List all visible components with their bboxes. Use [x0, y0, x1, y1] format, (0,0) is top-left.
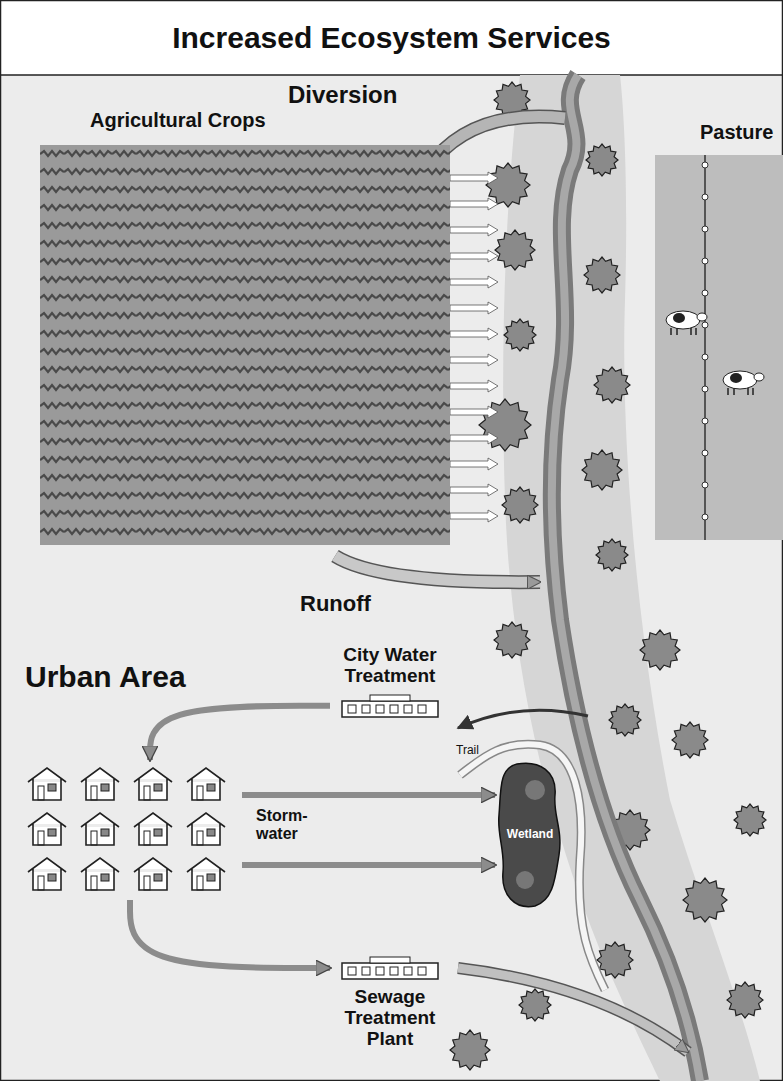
node-label: Agricultural Crops [90, 109, 266, 131]
flow-arrow [242, 792, 495, 798]
annotation-label: Diversion [288, 82, 397, 108]
pasture-ground [655, 155, 783, 540]
runoff-arrow-outline [335, 556, 540, 582]
outflow-arrow-outline [458, 968, 688, 1052]
drainage-arrow [450, 328, 498, 340]
urban-area: Urban Area [20, 760, 242, 900]
tree [727, 982, 763, 1018]
drainage-arrow [450, 432, 498, 444]
tree [450, 1030, 490, 1070]
tree [586, 144, 618, 176]
drainage-arrow [450, 302, 498, 314]
drainage-arrow [450, 380, 498, 392]
title-rule [0, 74, 783, 76]
water-treatment-plant: City Water Treatment [330, 645, 450, 719]
tree [479, 399, 531, 451]
tree [672, 722, 708, 758]
crop-rows [40, 145, 450, 545]
tree [495, 230, 535, 270]
sewage-treatment-plant: Sewage Treatment Plant [330, 955, 450, 1050]
field-drainage-arrows [450, 172, 498, 522]
outflow-arrow [458, 968, 688, 1052]
houses [20, 760, 242, 900]
tree [494, 622, 530, 658]
drainage-arrow [450, 458, 498, 470]
drainage-arrow [450, 484, 498, 496]
drainage-arrow [450, 276, 498, 288]
tree [584, 257, 620, 293]
drainage-arrow [450, 406, 498, 418]
tree [683, 878, 727, 922]
node-label: Sewage Treatment Plant [330, 981, 450, 1050]
diagram-title: Increased Ecosystem Services [0, 0, 783, 75]
intake-pipe [458, 710, 588, 728]
flow-arrow [150, 706, 330, 760]
drainage-arrow [450, 224, 498, 236]
plant-building [330, 693, 450, 719]
tree [609, 704, 641, 736]
node-label: Wetland [507, 828, 553, 841]
tree [504, 319, 536, 351]
annotation-label: Runoff [300, 592, 371, 616]
drainage-arrow [450, 354, 498, 366]
plant-building [330, 955, 450, 981]
node-label: Pasture [700, 121, 773, 143]
drainage-arrow [450, 172, 498, 184]
drainage-arrow [450, 250, 498, 262]
tree [594, 367, 630, 403]
tree [582, 450, 622, 490]
tree [502, 487, 538, 523]
node-label: Urban Area [25, 660, 186, 693]
pasture-field: Pasture [655, 155, 783, 540]
wetland: Wetland [495, 760, 565, 910]
annotation-label: Trail [456, 744, 479, 757]
runoff-arrow [335, 556, 540, 582]
tree [734, 804, 766, 836]
flow-arrow [242, 862, 495, 868]
flow-arrow [130, 900, 330, 968]
drainage-arrow [450, 510, 498, 522]
node-label: City Water Treatment [330, 645, 450, 693]
tree [596, 539, 628, 571]
tree [640, 630, 680, 670]
tree [597, 942, 633, 978]
crop-field: Agricultural Crops [40, 145, 450, 545]
drainage-arrow [450, 198, 498, 210]
tree [519, 989, 551, 1021]
ground [0, 75, 783, 1081]
edge-label: Storm-water [256, 807, 318, 842]
